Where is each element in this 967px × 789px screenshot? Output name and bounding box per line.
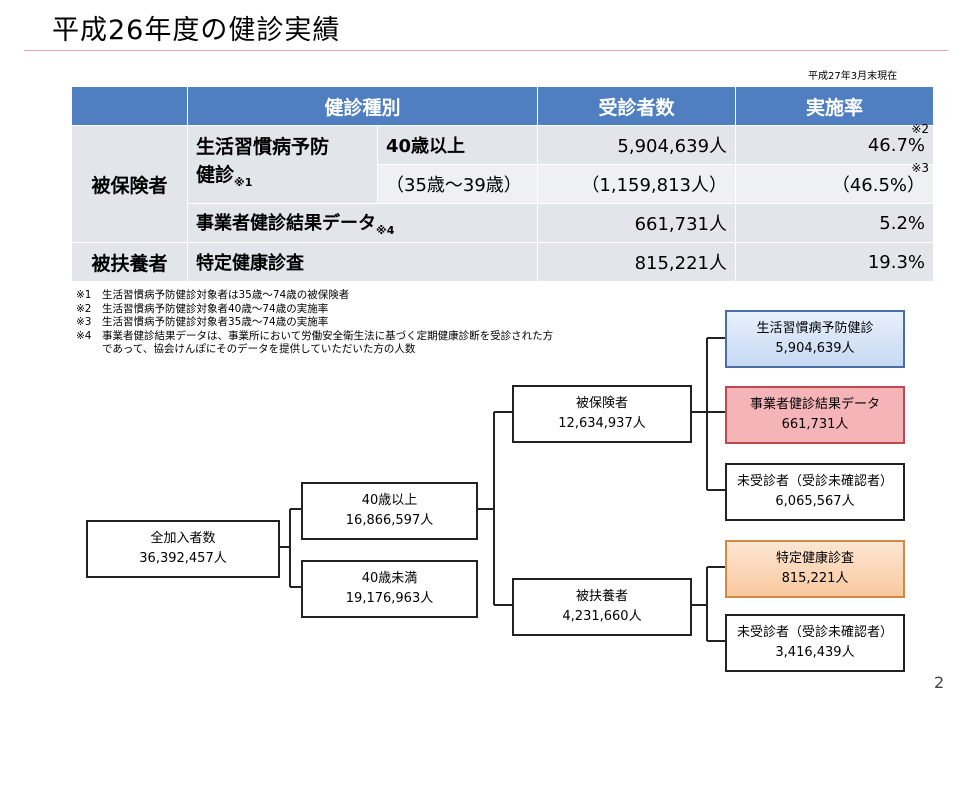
page-number: 2 — [934, 673, 945, 692]
footnote: であって、協会けんぽにそのデータを提供していただいた方の人数 — [102, 343, 416, 355]
unexamined-dependent-box: 未受診者（受診未確認者） 3,416,439人 — [725, 614, 905, 672]
under40-box: 40歳未満 19,176,963人 — [301, 560, 478, 618]
rate-employer-data: 5.2% — [735, 203, 935, 243]
rate-specific-checkup: 19.3% — [735, 242, 935, 282]
group-insured: 被保険者 — [71, 125, 188, 243]
unexamined-insured-box: 未受診者（受診未確認者） 6,065,567人 — [725, 463, 905, 521]
lifestyle-checkup-label: 生活習慣病予防 健診※1 — [187, 125, 378, 204]
header-examinee-count: 受診者数 — [537, 86, 737, 126]
page-title: 平成26年度の健診実績 — [52, 15, 341, 46]
employer-data-box: 事業者健診結果データ 661,731人 — [725, 386, 905, 444]
checkup-summary-table: 健診種別 受診者数 実施率 被保険者 生活習慣病予防 健診※1 40歳以上 5,… — [71, 86, 935, 282]
over40-box: 40歳以上 16,866,597人 — [301, 482, 478, 540]
total-members-box: 全加入者数 36,392,457人 — [86, 520, 280, 578]
specific-checkup-box: 特定健康診査 815,221人 — [725, 540, 905, 598]
table-row: 事業者健診結果データ※4 661,731人 5.2% — [72, 203, 935, 243]
specific-checkup-label: 特定健康診査 — [186, 242, 539, 282]
header-checkup-type: 健診種別 — [186, 86, 539, 126]
rate-over40: 46.7% ※2 — [735, 122, 935, 165]
table-row: 被保険者 生活習慣病予防 健診※1 40歳以上 5,904,639人 46.7%… — [71, 122, 935, 243]
insured-box: 被保険者 12,634,937人 — [512, 385, 692, 443]
table-row: 被扶養者 特定健康診査 815,221人 19.3% — [71, 242, 935, 282]
group-dependent: 被扶養者 — [71, 242, 188, 282]
employer-data-label: 事業者健診結果データ※4 — [186, 203, 539, 243]
lifestyle-checkup-box: 生活習慣病予防健診 5,904,639人 — [725, 310, 905, 368]
count-35-39: （1,159,813人） — [537, 164, 737, 204]
dependent-box: 被扶養者 4,231,660人 — [512, 578, 692, 636]
count-over40: 5,904,639人 — [537, 125, 737, 165]
count-employer-data: 661,731人 — [537, 203, 737, 243]
header-rate: 実施率 — [735, 86, 935, 126]
age-over40: 40歳以上 — [376, 125, 539, 165]
rate-35-39: （46.5%） ※3 — [735, 161, 935, 204]
as-of-date: 平成27年3月末現在 — [808, 71, 898, 82]
table-row: （35歳～39歳） （1,159,813人） （46.5%） ※3 — [72, 161, 935, 204]
title-divider — [24, 50, 948, 51]
age-35-39: （35歳～39歳） — [376, 164, 539, 204]
table-header-row: 健診種別 受診者数 実施率 — [71, 86, 935, 126]
count-specific-checkup: 815,221人 — [537, 242, 737, 282]
